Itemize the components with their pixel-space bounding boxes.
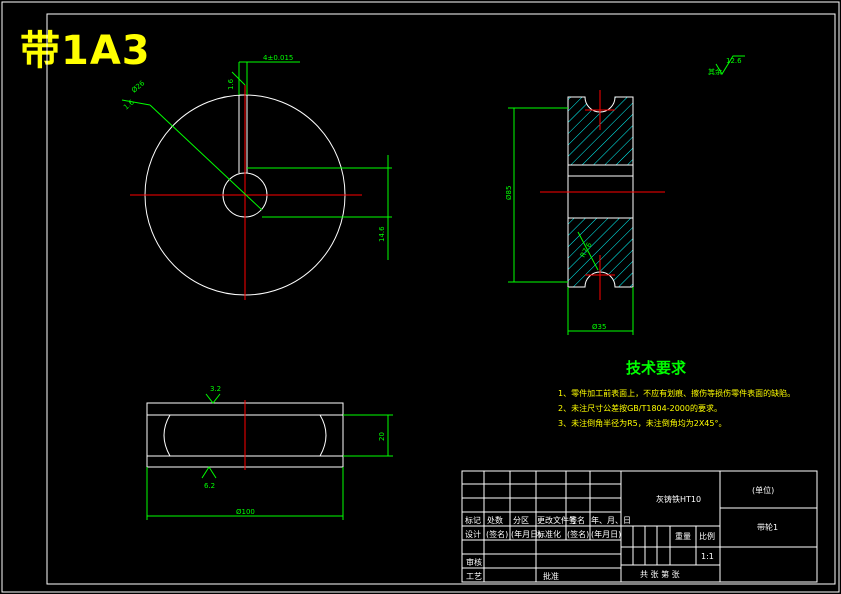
tb-h1-2: 分区 xyxy=(513,516,529,525)
front-view: 4±0.015 1.6 Ø26 1.6 14.6 xyxy=(121,54,392,300)
dim-top-height: 20 xyxy=(378,432,386,441)
tb-company: (单位) xyxy=(752,485,774,495)
dim-top-roughness-top: 3.2 xyxy=(210,385,221,393)
tb-h2-2: (年月日) xyxy=(511,529,541,539)
dim-keyway-width: 4±0.015 xyxy=(263,54,293,62)
roughness-label: 其余 xyxy=(708,67,722,76)
drawing-title: 带1A3 xyxy=(20,28,151,74)
tb-h1-1: 处数 xyxy=(487,515,503,525)
tech-req-item-2: 2、未注尺寸公差按GB/T1804-2000的要求。 xyxy=(558,403,722,413)
tb-h2-4: (签名) xyxy=(567,529,589,539)
diameter-leader xyxy=(149,104,263,211)
keyway xyxy=(238,94,248,173)
tb-weight: 重量 xyxy=(675,531,691,541)
tb-sheet-info: 共 张 第 张 xyxy=(640,569,680,579)
tech-req-item-3: 3、未注倒角半径为R5，未注倒角均为2X45°。 xyxy=(558,418,727,428)
tb-scale-value: 1:1 xyxy=(701,552,714,561)
tb-part-name: 带轮1 xyxy=(757,522,778,532)
top-roughness-bottom-icon xyxy=(201,466,217,479)
tech-requirements: 技术要求 1、零件加工前表面上，不应有划痕、擦伤等损伤零件表面的缺陷。 2、未注… xyxy=(558,359,795,428)
title-block xyxy=(461,470,818,583)
tb-scale-label: 比例 xyxy=(699,531,715,541)
dim-diameter: Ø26 xyxy=(130,79,147,95)
tb-h1-0: 标记 xyxy=(465,515,481,525)
dim-section-height: Ø85 xyxy=(505,186,513,200)
tb-h1-3: 更改文件号 xyxy=(537,515,577,525)
tb-h1-5: 年、月、日 xyxy=(591,515,631,525)
tb-review: 审核 xyxy=(466,557,482,567)
section-bottom-half xyxy=(567,217,634,288)
tb-approve: 批准 xyxy=(543,571,559,581)
dim-top-width: Ø100 xyxy=(236,508,255,516)
dim-keyway-depth: 1.6 xyxy=(227,78,235,90)
tb-h2-3: 标准化 xyxy=(537,529,561,539)
top-roughness-top-icon xyxy=(205,393,221,404)
tb-h2-1: (签名) xyxy=(486,529,508,539)
top-view-groove-right xyxy=(319,414,327,457)
roughness-value: 12.6 xyxy=(726,57,742,65)
tb-h1-4: 签名 xyxy=(569,515,585,525)
dim-keyway-height: 14.6 xyxy=(378,226,386,242)
section-view: Ø85 R7.6 Ø35 其余 12.6 xyxy=(505,55,745,335)
top-view: 3.2 6.2 Ø100 20 xyxy=(146,385,393,520)
roughness-symbol xyxy=(715,55,745,75)
diameter-leader-tail xyxy=(121,99,151,106)
dim-section-width: Ø35 xyxy=(592,323,606,331)
section-groove-leader xyxy=(577,231,599,271)
tech-req-item-1: 1、零件加工前表面上，不应有划痕、擦伤等损伤零件表面的缺陷。 xyxy=(558,388,795,398)
keyway-depth-leader xyxy=(231,71,246,86)
tb-h2-5: (年月日) xyxy=(591,529,621,539)
top-view-groove-left xyxy=(163,414,171,457)
tb-process: 工艺 xyxy=(466,572,482,581)
tb-h2-0: 设计 xyxy=(465,529,481,539)
title-block-text: 灰铸铁HT10 (单位) 带轮1 标记 处数 分区 更改文件号 签名 年、月、日… xyxy=(465,485,778,581)
tb-material: 灰铸铁HT10 xyxy=(656,494,701,504)
dim-top-roughness-bottom: 6.2 xyxy=(204,482,215,490)
section-top-half xyxy=(567,96,634,166)
inner-frame xyxy=(46,13,836,585)
tech-req-heading: 技术要求 xyxy=(626,359,687,377)
